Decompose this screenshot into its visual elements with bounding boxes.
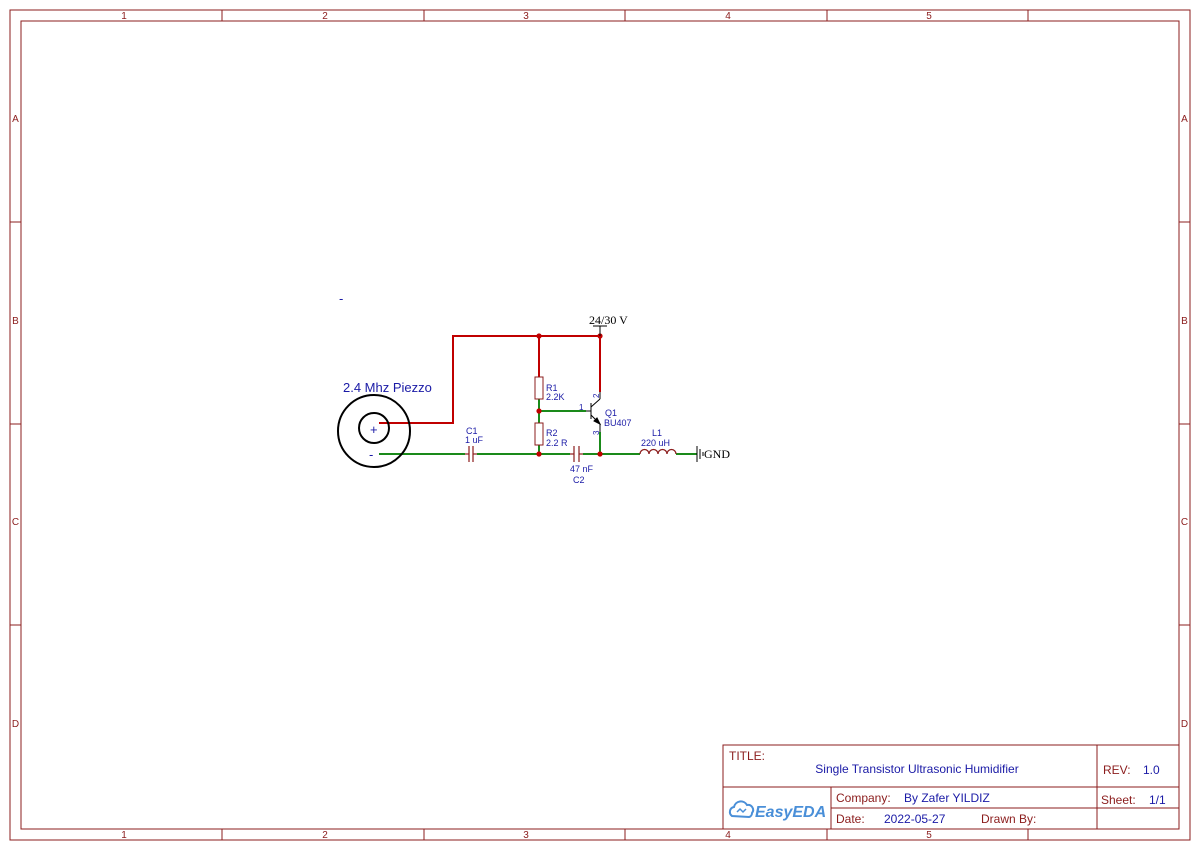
- junction-dot: [536, 451, 542, 457]
- power-flag-label: 24/30 V: [589, 313, 628, 327]
- col-label-bottom-1: 1: [121, 830, 127, 841]
- q1-pin-emitter: 3: [592, 430, 601, 435]
- company-value: By Zafer YILDIZ: [904, 791, 990, 805]
- q1-ref: Q1: [605, 408, 617, 418]
- c2-value: 47 nF: [570, 464, 594, 474]
- stray-mark: -: [339, 291, 343, 306]
- l1-value: 220 uH: [641, 438, 670, 448]
- column-dividers: [221, 10, 1029, 840]
- sheet-value: 1/1: [1149, 793, 1166, 807]
- inner-border: [20, 20, 1180, 830]
- row-label-left-b: B: [12, 316, 19, 327]
- title-value: Single Transistor Ultrasonic Humidifier: [815, 762, 1018, 776]
- r2-ref: R2: [546, 428, 558, 438]
- r1-ref: R1: [546, 383, 558, 393]
- q1-pin-base: 1: [579, 403, 584, 412]
- col-label-top-3: 3: [523, 11, 529, 22]
- c1-ref: C1: [466, 426, 478, 436]
- junction-dot: [536, 408, 542, 414]
- junctions: [536, 333, 603, 457]
- row-dividers: [10, 221, 1190, 626]
- date-value: 2022-05-27: [884, 812, 946, 826]
- col-label-top-2: 2: [322, 11, 328, 22]
- title-block: [722, 744, 1180, 830]
- row-label-left-a: A: [12, 114, 19, 125]
- piezo-label: 2.4 Mhz Piezzo: [343, 380, 432, 395]
- easyeda-logo-text: EasyEDA: [755, 804, 826, 821]
- inductor-l1[interactable]: [639, 448, 677, 455]
- outer-border: [9, 9, 1191, 841]
- junction-dot: [536, 333, 542, 339]
- c1-value: 1 uF: [465, 435, 484, 445]
- sheet-label: Sheet:: [1101, 793, 1136, 807]
- row-label-right-d: D: [1181, 719, 1188, 730]
- row-label-left-d: D: [12, 719, 19, 730]
- ground-label: GND: [704, 447, 730, 461]
- col-label-bottom-5: 5: [926, 830, 932, 841]
- col-label-top-4: 4: [725, 11, 731, 22]
- company-label: Company:: [836, 791, 891, 805]
- q1-pin-collector: 2: [592, 393, 601, 398]
- capacitor-c1[interactable]: [465, 446, 477, 462]
- drawn-by-label: Drawn By:: [981, 812, 1036, 826]
- rev-value: 1.0: [1143, 763, 1160, 777]
- transistor-q1[interactable]: [586, 392, 602, 432]
- junction-dot: [597, 451, 603, 457]
- resistor-r2[interactable]: [534, 422, 544, 446]
- row-label-right-a: A: [1181, 114, 1188, 125]
- title-label: TITLE:: [729, 749, 765, 763]
- piezo-plus-label: +: [370, 422, 378, 437]
- col-label-bottom-2: 2: [322, 830, 328, 841]
- r1-value: 2.2K: [546, 392, 565, 402]
- row-label-right-c: C: [1181, 517, 1188, 528]
- c2-ref: C2: [573, 475, 585, 485]
- row-label-right-b: B: [1181, 316, 1188, 327]
- easyeda-logo-icon: [728, 800, 755, 819]
- power-wires[interactable]: [379, 335, 601, 424]
- q1-value: BU407: [604, 418, 632, 428]
- r2-value: 2.2 R: [546, 438, 568, 448]
- col-label-bottom-3: 3: [523, 830, 529, 841]
- date-label: Date:: [836, 812, 865, 826]
- piezo-minus-label: -: [369, 447, 373, 462]
- rev-label: REV:: [1103, 763, 1131, 777]
- col-label-bottom-4: 4: [725, 830, 731, 841]
- ground-symbol[interactable]: [696, 446, 704, 462]
- power-flag-symbol[interactable]: [593, 325, 607, 336]
- resistor-r1[interactable]: [534, 376, 544, 400]
- col-label-top-1: 1: [121, 11, 127, 22]
- col-label-top-5: 5: [926, 11, 932, 22]
- l1-ref: L1: [652, 428, 662, 438]
- piezo-element[interactable]: [337, 394, 411, 468]
- row-label-left-c: C: [12, 517, 19, 528]
- capacitor-c2[interactable]: [570, 446, 583, 462]
